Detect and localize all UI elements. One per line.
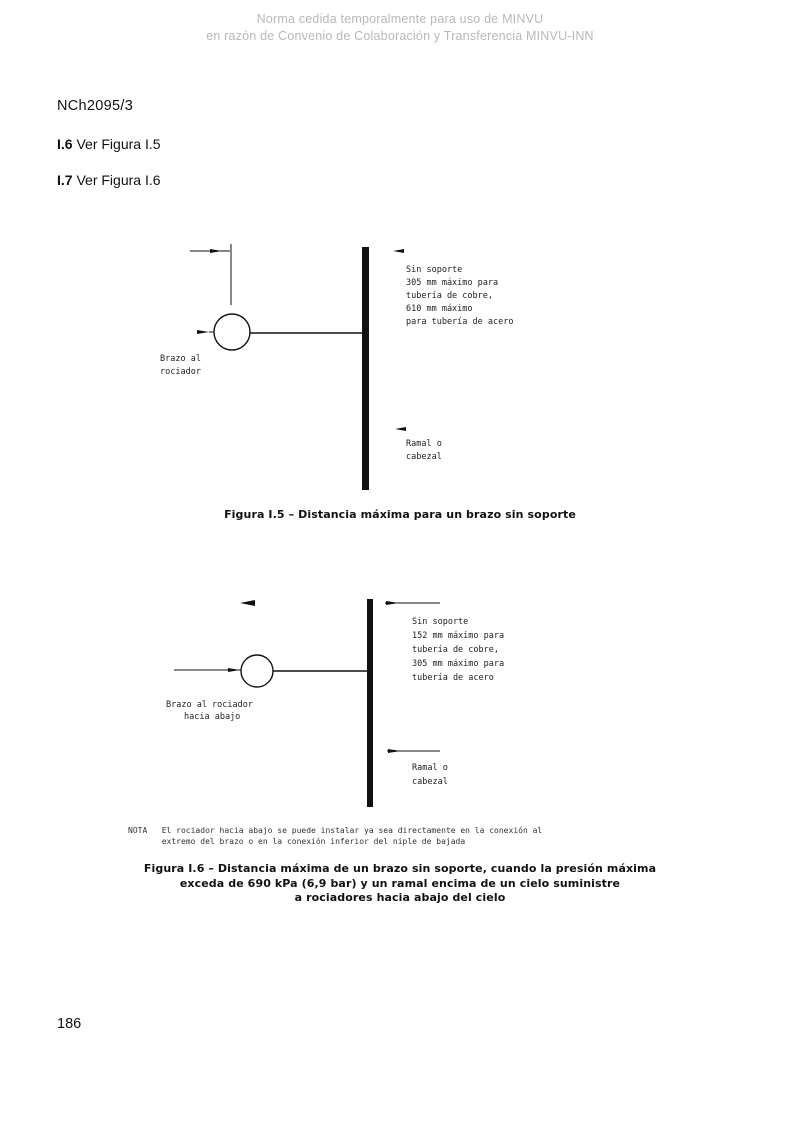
- branch-label-line: cabezal: [412, 777, 448, 787]
- branch-line: [367, 599, 373, 807]
- support-label-line: tubería de cobre,: [406, 291, 493, 301]
- page-number: 186: [57, 1016, 82, 1032]
- support-label-line: 152 mm máximo para: [412, 631, 504, 641]
- branch-label-line: cabezal: [406, 452, 442, 462]
- support-label-line: para tubería de acero: [406, 317, 513, 327]
- support-label-line: Sin soporte: [412, 617, 468, 627]
- support-label-line: 305 mm máximo para: [406, 278, 498, 288]
- arm-label-line: Brazo al: [160, 354, 201, 364]
- arrow-icon: [386, 601, 399, 605]
- sprinkler-circle: [240, 654, 274, 688]
- arrow-icon: [197, 330, 209, 334]
- figure-6-note: NOTA El rociador hacia abajo se puede in…: [128, 825, 598, 847]
- arm-label-line: rociador: [160, 367, 201, 377]
- support-label-line: Sin soporte: [406, 265, 462, 275]
- caption-line: exceda de 690 kPa (6,9 bar) y un ramal e…: [179, 876, 621, 890]
- arm-label-line: Brazo al rociador: [166, 700, 253, 710]
- branch-label-line: Ramal o: [412, 763, 448, 773]
- clause-number: I.7: [57, 172, 73, 188]
- note-line: NOTA El rociador hacia abajo se puede in…: [128, 826, 543, 835]
- arrow-icon: [393, 249, 404, 253]
- sprinkler-circle: [213, 313, 251, 351]
- clause-number: I.6: [57, 136, 73, 152]
- watermark-line-1: Norma cedida temporalmente para uso de M…: [256, 12, 544, 26]
- caption-line: Figura I.6 – Distancia máxima de un braz…: [143, 862, 657, 875]
- arrow-icon: [395, 427, 406, 431]
- clause-text: Ver Figura I.5: [72, 136, 161, 152]
- note-line: extremo del brazo o en la conexión infer…: [128, 837, 466, 846]
- figure-6-caption: Figura I.6 – Distancia máxima de un braz…: [0, 862, 800, 906]
- support-label-line: tubería de acero: [412, 673, 494, 683]
- support-label-line: tubería de cobre,: [412, 645, 499, 655]
- arm-label-line: hacia abajo: [184, 712, 240, 722]
- arrow-icon: [388, 749, 401, 753]
- figure-6-drawing: Sin soporte 152 mm máximo para tubería d…: [166, 599, 504, 807]
- arrow-icon: [240, 600, 255, 606]
- clause-i6: I.6 Ver Figura I.5: [57, 136, 161, 152]
- branch-label-line: Ramal o: [406, 439, 442, 449]
- arrow-icon: [210, 249, 222, 253]
- support-label-line: 305 mm máximo para: [412, 659, 504, 669]
- clause-text: Ver Figura I.6: [72, 172, 161, 188]
- clause-i7: I.7 Ver Figura I.6: [57, 172, 161, 188]
- support-label-line: 610 mm máximo: [406, 304, 473, 314]
- figure-5-drawing: Sin soporte 305 mm máximo para tubería d…: [160, 244, 513, 490]
- document-code: NCh2095/3: [57, 98, 134, 114]
- figure-5-caption: Figura I.5 – Distancia máxima para un br…: [224, 508, 576, 521]
- caption-line: a rociadores hacia abajo del cielo: [294, 891, 506, 904]
- watermark-line-2: en razón de Convenio de Colaboración y T…: [206, 29, 594, 43]
- arrow-icon: [228, 668, 240, 672]
- branch-line: [362, 247, 369, 490]
